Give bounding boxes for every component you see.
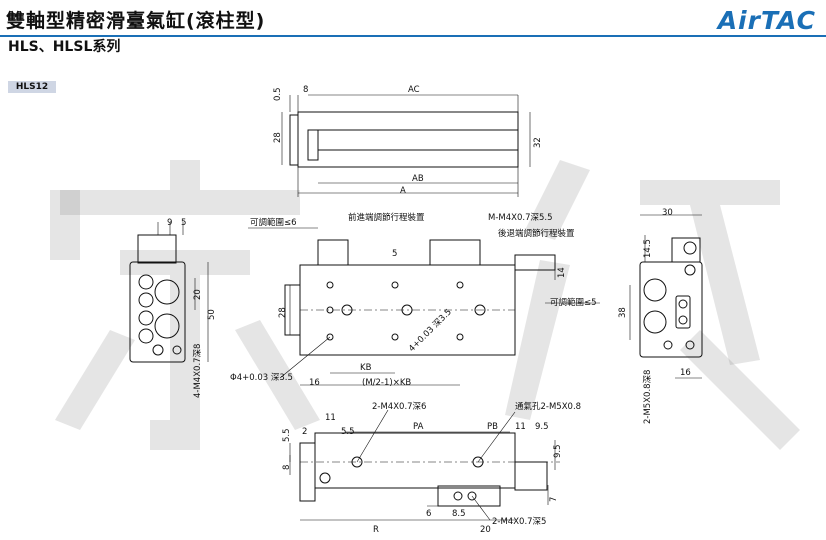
dim-bottom-95a: 9.5	[535, 422, 549, 432]
note-bottom-tap2: 2-M4X0.7深5	[492, 517, 546, 527]
dim-right-30: 30	[662, 208, 673, 218]
dim-bottom-8: 8	[282, 465, 292, 470]
dim-top-ab: AB	[412, 174, 424, 184]
top-view	[281, 94, 531, 197]
dim-left-20: 20	[193, 289, 203, 300]
dim-front-m2kb: (M/2-1)×KB	[362, 378, 411, 388]
dim-bottom-85: 8.5	[452, 509, 466, 519]
dim-bottom-95b: 9.5	[553, 444, 563, 458]
dim-bottom-2: 2	[302, 427, 307, 437]
dim-top-28: 28	[273, 132, 283, 143]
dim-bottom-55a: 5.5	[282, 428, 292, 442]
note-front-hole: 4+0.03 深3.5	[407, 307, 454, 354]
watermark-graphic	[50, 160, 800, 450]
dim-bottom-11a: 11	[325, 413, 336, 423]
note-front-adjuster: 前進端調節行程裝置	[348, 212, 425, 223]
note-front-phi: Φ4+0.03 深3.5	[230, 373, 293, 383]
note-front-stroke: 可調範圍≤6	[250, 217, 297, 228]
dim-front-kb: KB	[360, 363, 372, 373]
note-rear-adjuster: 後退端調節行程裝置	[498, 228, 575, 239]
model-badge: HLS12	[8, 81, 56, 93]
dim-bottom-6: 6	[426, 509, 431, 519]
dim-left-5: 5	[181, 218, 186, 228]
dim-top-8: 8	[303, 85, 308, 95]
note-rear-stroke: 可調範圍≤5	[550, 297, 597, 308]
page-title: 雙軸型精密滑臺氣缸(滾柱型)	[6, 10, 266, 32]
dim-right-16: 16	[680, 368, 691, 378]
dim-right-38: 38	[618, 307, 628, 318]
dim-bottom-20: 20	[480, 525, 491, 535]
note-bottom-port: 通氣孔2-M5X0.8	[515, 401, 581, 412]
note-m-thread: M-M4X0.7深5.5	[488, 213, 553, 223]
dim-bottom-7: 7	[549, 497, 559, 502]
right-end-view	[629, 214, 703, 379]
dim-bottom-55b: 5.5	[341, 427, 355, 437]
note-right-tap: 2-M5X0.8深8	[643, 370, 653, 424]
bottom-view	[289, 409, 560, 521]
dim-left-9: 9	[167, 218, 172, 228]
note-left-tap: 4-M4X0.7深8	[193, 344, 203, 398]
front-view	[248, 227, 600, 386]
dim-front-28: 28	[278, 307, 288, 318]
dim-bottom-11b: 11	[515, 422, 526, 432]
dim-bottom-pa: PA	[413, 422, 424, 432]
dim-bottom-r: R	[373, 525, 379, 535]
header-rule	[0, 35, 826, 37]
left-end-view	[129, 222, 209, 363]
dim-front-16: 16	[309, 378, 320, 388]
dim-top-ac: AC	[408, 85, 420, 95]
dim-front-5: 5	[392, 249, 397, 259]
dim-left-50: 50	[207, 309, 217, 320]
dim-front-14: 14	[557, 267, 567, 278]
series-subtitle: HLS、HLSL系列	[8, 39, 121, 55]
dim-bottom-pb: PB	[487, 422, 498, 432]
dim-right-145: 14.5	[643, 239, 653, 258]
dim-top-05: 0.5	[273, 87, 283, 101]
dim-top-32: 32	[533, 137, 543, 148]
dim-top-a: A	[400, 186, 406, 196]
note-bottom-tap1: 2-M4X0.7深6	[372, 402, 426, 412]
airtac-logo: AirTAC	[717, 6, 816, 35]
